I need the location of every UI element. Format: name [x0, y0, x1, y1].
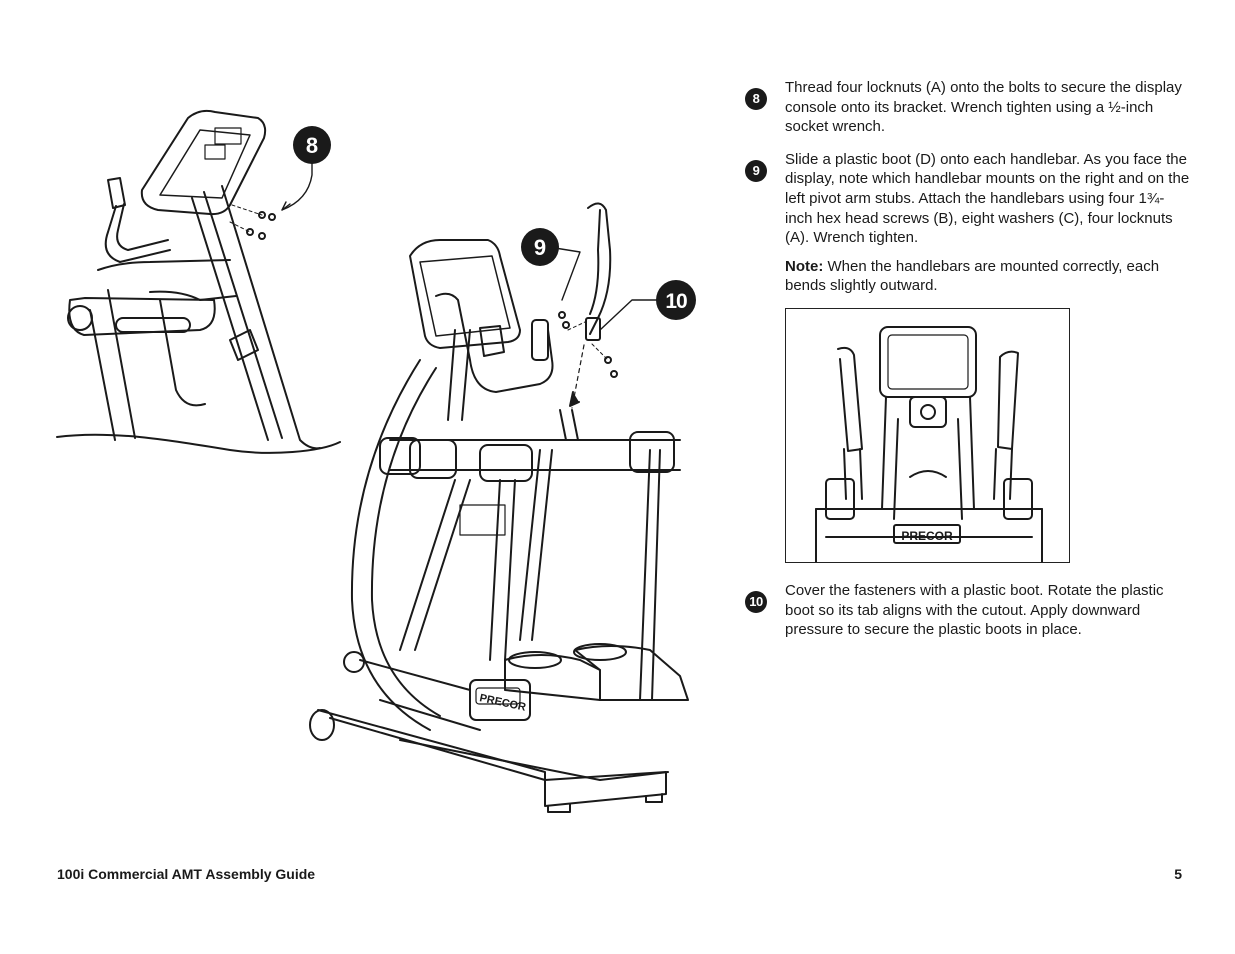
callout-8-label: 8 — [306, 133, 318, 158]
step-10: 10 Cover the fasteners with a plastic bo… — [745, 581, 1191, 640]
step-9-text: Slide a plastic boot (D) onto each handl… — [785, 150, 1190, 247]
callout-10-label: 10 — [665, 290, 687, 313]
callout-8: 8 — [293, 126, 331, 164]
callout-10: 10 — [656, 280, 696, 320]
step-9-note: Note: When the handlebars are mounted co… — [785, 257, 1191, 296]
handlebar-photo: PRECOR — [785, 307, 1070, 563]
page-number: 5 — [1174, 866, 1182, 882]
callout-9-label: 9 — [534, 235, 546, 260]
photo-brand-logo: PRECOR — [901, 529, 953, 543]
step-8-badge: 8 — [745, 88, 767, 110]
step-8: 8 Thread four locknuts (A) onto the bolt… — [745, 78, 1191, 137]
step-10-badge: 10 — [745, 590, 767, 613]
assembly-illustration: PRECOR 8 9 10 — [56, 109, 696, 813]
step-10-text: Cover the fasteners with a plastic boot.… — [785, 581, 1164, 639]
footer-title: 100i Commercial AMT Assembly Guide — [57, 866, 316, 882]
console-detail-view — [56, 109, 341, 454]
note-text: When the handlebars are mounted correctl… — [785, 257, 1160, 295]
amt-main-view — [309, 202, 689, 813]
step-9: 9 Slide a plastic boot (D) onto each han… — [745, 150, 1191, 296]
handlebar-photo-drawing: PRECOR — [815, 325, 1043, 562]
step-8-text: Thread four locknuts (A) onto the bolts … — [785, 79, 1182, 136]
callout-9: 9 — [521, 228, 559, 266]
step-9-badge: 9 — [745, 159, 767, 182]
note-label: Note: — [785, 257, 824, 275]
assembly-steps: 8 Thread four locknuts (A) onto the bolt… — [745, 78, 1191, 640]
